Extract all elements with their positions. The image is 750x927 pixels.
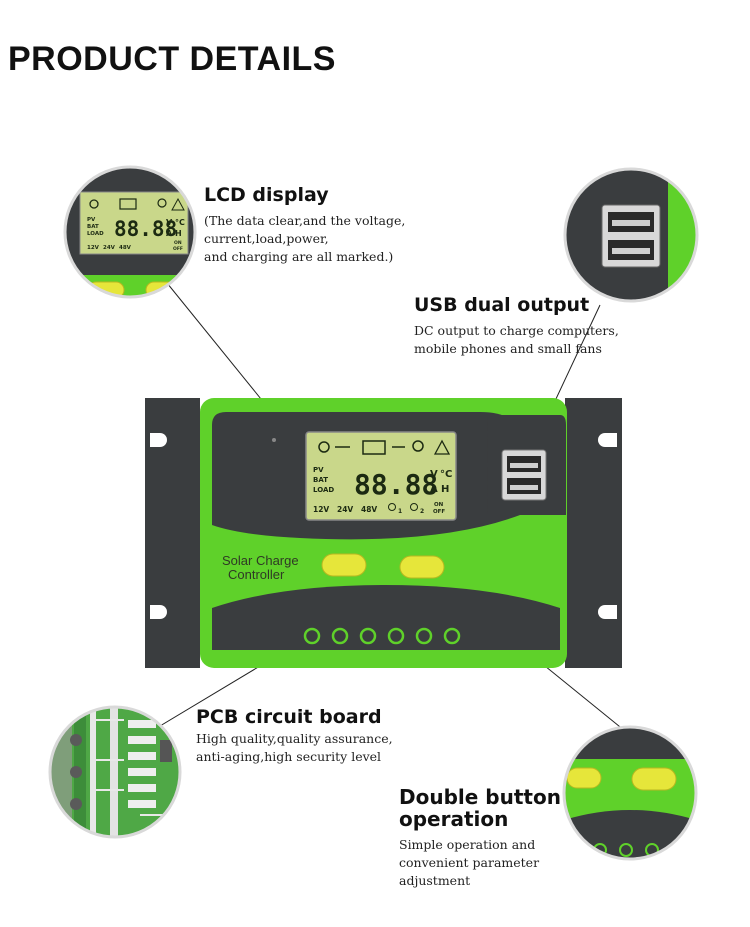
lcd-unit-h: H	[441, 484, 449, 495]
zoom-lcd-off: OFF	[173, 246, 183, 252]
lcd-off: OFF	[433, 509, 445, 515]
buttons-desc-line: adjustment	[399, 873, 471, 888]
usb-zoom-circle	[563, 167, 699, 303]
lcd-feature: LCD display (The data clear,and the volt…	[204, 184, 405, 266]
buttons-zoom-circle	[562, 725, 698, 861]
lcd-bat-label: BAT	[313, 476, 328, 484]
zoom-lcd-24v: 24V	[103, 245, 116, 251]
zoom-lcd-load: LOAD	[87, 231, 104, 237]
usb-desc-line: mobile phones and small fans	[414, 341, 602, 356]
device-button-right[interactable]	[399, 555, 445, 579]
lcd-feature-title: LCD display	[204, 184, 329, 206]
device-button-left[interactable]	[321, 553, 367, 577]
usb-feature-desc: DC output to charge computers, mobile ph…	[414, 322, 619, 358]
battery-icon	[362, 440, 386, 455]
pcb-desc-line: High quality,quality assurance,	[196, 731, 393, 746]
lcd-unit-v: V	[430, 469, 438, 480]
buttons-feature-desc: Simple operation and convenient paramete…	[399, 836, 561, 890]
terminal-screw	[619, 843, 633, 857]
warning-icon	[433, 439, 451, 455]
usb-feature-title: USB dual output	[414, 294, 590, 316]
pcb-desc-line: anti-aging,high security level	[196, 749, 382, 764]
usb-feature: USB dual output DC output to charge comp…	[414, 294, 619, 358]
zoom-lcd-12v: 12V	[87, 245, 100, 251]
pcb-feature: PCB circuit board High quality,quality a…	[196, 706, 393, 766]
pcb-feature-title: PCB circuit board	[196, 706, 382, 728]
timer-icon	[410, 503, 418, 511]
sun-icon	[89, 199, 99, 209]
buttons-feature-title-2: operation	[399, 807, 509, 831]
lcd-desc-line: current,load,power,	[204, 231, 329, 246]
zoom-lcd-bat: BAT	[87, 224, 99, 230]
page-title: PRODUCT DETAILS	[8, 40, 336, 78]
lcd-unit-c: °C	[440, 469, 452, 480]
bulb-icon	[412, 440, 424, 452]
lcd-timer-2: 2	[420, 508, 424, 515]
device-usb-ports	[501, 449, 547, 501]
device-label-line2: Controller	[228, 567, 285, 582]
device-label-line1: Solar Charge	[222, 553, 299, 568]
zoom-lcd-unit-v: V	[166, 218, 173, 227]
terminal-screw	[387, 627, 405, 645]
zoom-lcd-unit-h: H	[175, 229, 182, 238]
terminal-screw	[303, 627, 321, 645]
lcd-feature-desc: (The data clear,and the voltage, current…	[204, 212, 405, 266]
terminal-screw	[359, 627, 377, 645]
zoom-lcd-digits: 88.88	[114, 217, 177, 241]
pcb-zoom-circle	[48, 705, 182, 839]
buttons-desc-line: Simple operation and	[399, 837, 536, 852]
lcd-digits: 88.88	[354, 468, 438, 501]
warning-icon	[171, 197, 185, 211]
lcd-desc-line: (The data clear,and the voltage,	[204, 213, 406, 228]
lcd-load-label: LOAD	[313, 486, 334, 494]
terminal-screw	[443, 627, 461, 645]
zoom-lcd-on: ON	[174, 240, 182, 246]
lcd-on: ON	[434, 502, 444, 508]
timer-icon	[388, 503, 396, 511]
lcd-48v: 48V	[361, 505, 377, 514]
buttons-feature: Double button operation Simple operation…	[399, 786, 561, 890]
lcd-pv-label: PV	[313, 466, 324, 474]
lcd-desc-line: and charging are all marked.)	[204, 249, 394, 264]
zoom-lcd-unit-c: °C	[175, 218, 185, 227]
usb-desc-line: DC output to charge computers,	[414, 323, 619, 338]
bulb-icon	[157, 198, 167, 208]
zoom-lcd-pv: PV	[87, 217, 96, 223]
terminal-screw	[415, 627, 433, 645]
zoom-lcd-48v: 48V	[119, 245, 132, 251]
battery-icon	[119, 198, 137, 210]
buttons-feature-title-1: Double button	[399, 785, 561, 809]
device-lcd-screen: PV BAT LOAD 88.88 V °C A H 12V 24V 48V 1…	[305, 431, 457, 521]
terminal-block	[303, 627, 461, 645]
zoom-lcd-unit-a: A	[166, 229, 173, 238]
lcd-zoom-circle: PV BAT LOAD 88.88 V °C A H 12V 24V 48V O…	[63, 165, 197, 299]
pcb-feature-desc: High quality,quality assurance, anti-agi…	[196, 730, 393, 766]
sun-icon	[318, 441, 330, 453]
lcd-unit-a: A	[430, 484, 438, 495]
lcd-timer-1: 1	[398, 508, 402, 515]
lcd-12v: 12V	[313, 505, 329, 514]
buttons-desc-line: convenient parameter	[399, 855, 540, 870]
lcd-24v: 24V	[337, 505, 353, 514]
terminal-screw	[331, 627, 349, 645]
